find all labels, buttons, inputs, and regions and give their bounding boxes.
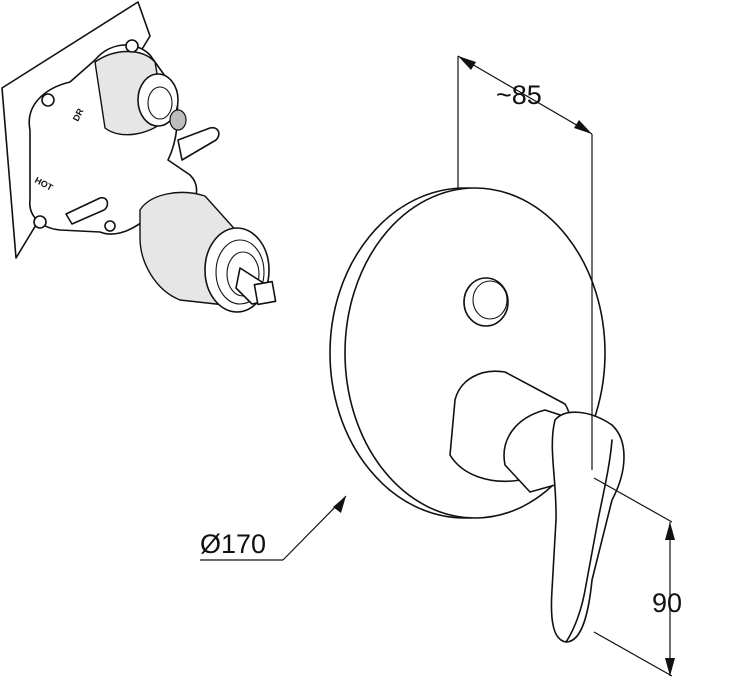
upper-port-rim xyxy=(137,73,179,127)
bolt xyxy=(33,215,47,229)
diameter-label: Ø170 xyxy=(200,529,266,559)
height-label: 90 xyxy=(652,588,682,618)
rough-in-valve-body: DR HOT xyxy=(1,1,277,313)
bolt xyxy=(104,220,116,232)
height-dimension: 90 xyxy=(593,477,682,677)
spindle-tip xyxy=(253,280,277,306)
depth-dimension: ~85 xyxy=(457,55,593,470)
side-lever-lower xyxy=(65,196,109,225)
diameter-dimension: Ø170 xyxy=(200,495,347,561)
side-lever xyxy=(177,126,220,161)
lever-handle xyxy=(550,411,625,643)
trim-assembly xyxy=(329,187,625,643)
depth-label: ~85 xyxy=(496,80,542,110)
bolt xyxy=(125,39,139,53)
bolt xyxy=(41,93,55,107)
